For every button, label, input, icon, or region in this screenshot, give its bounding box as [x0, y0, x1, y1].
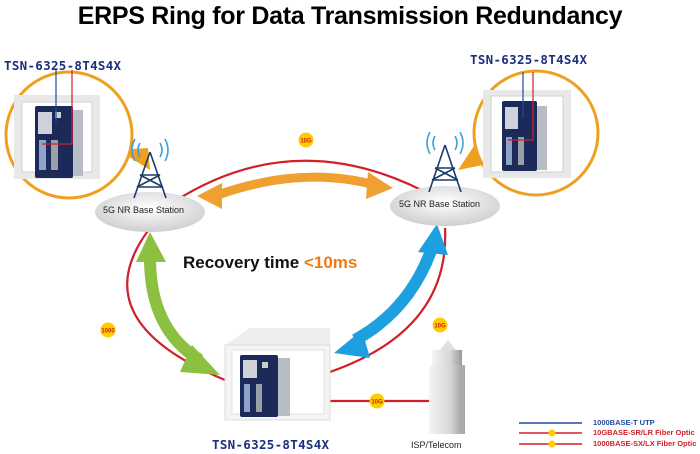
switch-cabinet-bottom [224, 328, 331, 421]
arrow-green-bidirectional [136, 232, 220, 375]
callout-top-right [458, 69, 600, 197]
switch-icon-top-left [35, 106, 83, 178]
link-badge-right: 10G [432, 317, 448, 333]
legend-label-1000: 1000BASE-SX/LX Fiber Optic [593, 439, 697, 448]
base-station-left [95, 138, 205, 232]
recovery-time: Recovery time <10ms [183, 253, 357, 273]
model-label-bottom: TSN-6325-8T4S4X [212, 437, 330, 452]
ring-link-top [171, 159, 441, 204]
link-badge-top: 10G [298, 132, 314, 148]
cell-tower-icon-left [131, 138, 169, 199]
legend-label-utp: 1000BASE-T UTP [593, 418, 655, 427]
isp-label: ISP/Telecom [411, 440, 462, 450]
legend-lines [519, 422, 582, 448]
switch-icon-bottom [240, 355, 290, 417]
recovery-value: <10ms [303, 253, 358, 272]
building-icon-isp [429, 340, 465, 434]
arrow-orange-bidirectional [197, 172, 393, 209]
diagram-title: ERPS Ring for Data Transmission Redundan… [77, 2, 623, 30]
link-badge-isp: 10G [369, 393, 385, 409]
svg-text:10G: 10G [434, 324, 446, 330]
svg-text:1000: 1000 [101, 329, 115, 335]
base-station-right [390, 131, 500, 226]
cell-tower-icon-right [426, 131, 464, 193]
svg-text:10G: 10G [371, 400, 383, 406]
callout-top-left [4, 70, 150, 200]
link-badge-left: 1000 [100, 322, 116, 338]
station-label-right: 5G NR Base Station [399, 199, 481, 209]
legend-label-10g: 10GBASE-SR/LR Fiber Optic [593, 428, 695, 437]
station-label-left: 5G NR Base Station [103, 205, 185, 215]
model-label-top-right: TSN-6325-8T4S4X [470, 52, 588, 67]
switch-icon-top-right [502, 101, 547, 171]
svg-text:10G: 10G [300, 139, 312, 145]
recovery-label: Recovery time [183, 253, 300, 272]
arrow-blue-bidirectional [334, 224, 448, 358]
model-label-top-left: TSN-6325-8T4S4X [4, 58, 122, 73]
